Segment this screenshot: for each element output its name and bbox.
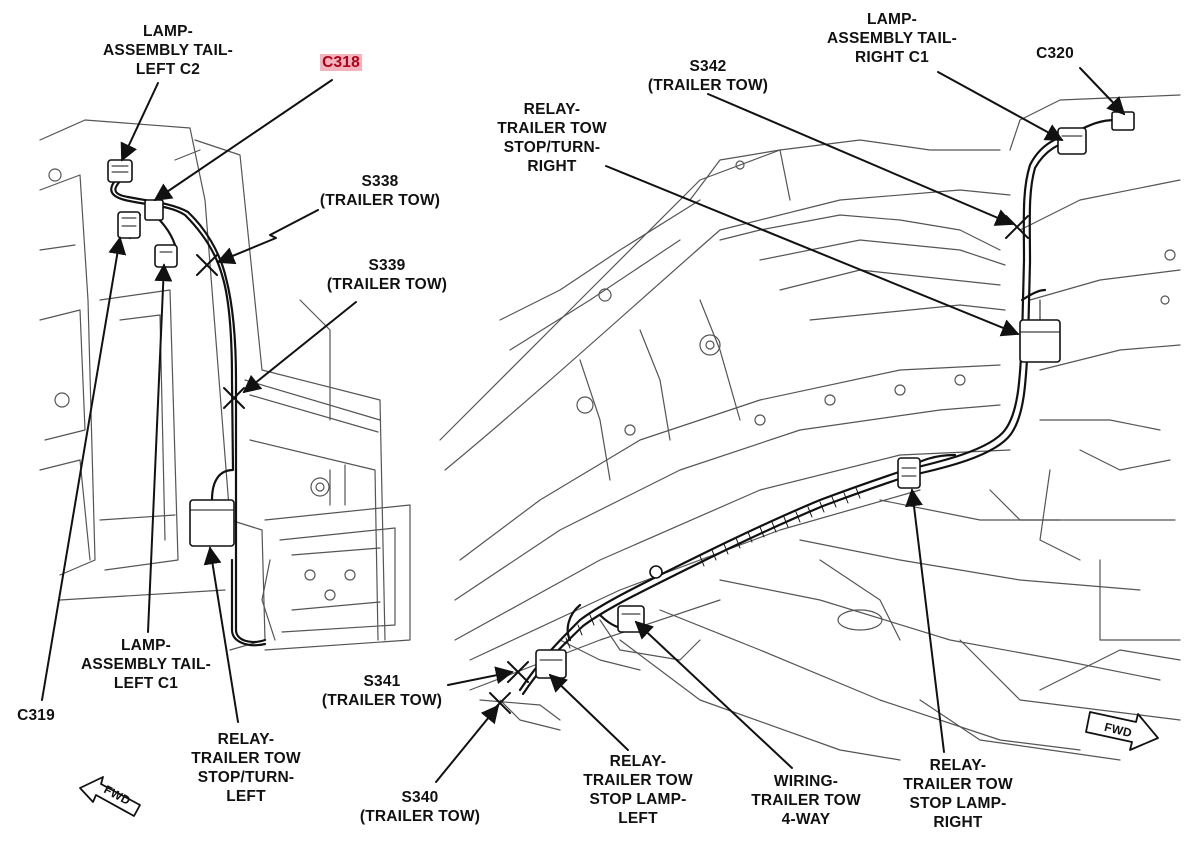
fwd-arrow-right — [1085, 711, 1159, 751]
label-line: S340 — [401, 789, 439, 806]
leader-relay-stop-turn-right — [605, 165, 1020, 337]
label-line: TRAILER TOW — [903, 776, 1013, 793]
label-line: RELAY- — [523, 101, 581, 118]
label-line: STOP LAMP- — [589, 791, 687, 808]
label-lamp-tail-left-c1: LAMP- ASSEMBLY TAIL- LEFT C1 — [81, 636, 211, 693]
label-line: ASSEMBLY TAIL- — [81, 656, 211, 673]
label-relay-stop-turn-right: RELAY- TRAILER TOW STOP/TURN- RIGHT — [497, 100, 607, 176]
label-line: WIRING- — [773, 773, 839, 790]
label-line: TRAILER TOW — [751, 792, 861, 809]
leader-lamp-tail-left-c1 — [147, 263, 173, 633]
label-line: RELAY- — [929, 757, 987, 774]
label-line: S341 — [363, 673, 401, 690]
label-line: STOP LAMP- — [909, 795, 1007, 812]
label-line: LAMP- — [120, 637, 172, 654]
leader-s341 — [447, 666, 514, 686]
splice-s339-left — [223, 387, 245, 409]
label-s342: S342 (TRAILER TOW) — [648, 57, 768, 95]
label-relay-stop-lamp-left: RELAY- TRAILER TOW STOP LAMP- LEFT — [583, 752, 693, 828]
left-body-structure — [39, 119, 411, 651]
label-line: S342 — [689, 58, 727, 75]
label-line: TRAILER TOW — [583, 772, 693, 789]
label-line: RELAY- — [609, 753, 667, 770]
label-c319-text: C319 — [17, 707, 55, 724]
leader-relay-stop-lamp-right — [905, 488, 945, 753]
right-connector-details — [539, 135, 1083, 661]
label-c320-text: C320 — [1036, 45, 1074, 62]
leader-c319 — [41, 236, 127, 701]
fwd-arrow-left — [79, 776, 141, 817]
label-line: (TRAILER TOW) — [647, 77, 769, 94]
leader-c320 — [1079, 67, 1126, 116]
fwd-right-text: FWD — [1102, 719, 1134, 741]
label-line: S338 — [361, 173, 399, 190]
label-line: ASSEMBLY TAIL- — [827, 30, 957, 47]
leader-s338 — [216, 209, 319, 265]
right-harness-wrap — [541, 487, 861, 673]
label-s340: S340 (TRAILER TOW) — [360, 788, 480, 826]
splice-s340 — [489, 692, 511, 714]
leader-wiring-4way — [634, 620, 793, 769]
label-line: LAMP- — [866, 11, 918, 28]
label-c318-text: C318 — [320, 54, 362, 71]
label-c320: C320 — [1036, 44, 1074, 63]
label-line: STOP/TURN- — [197, 769, 295, 786]
label-line: RELAY- — [217, 731, 275, 748]
label-line: LEFT — [618, 810, 658, 827]
label-line: LEFT — [226, 788, 266, 805]
left-connector-details — [111, 165, 235, 511]
label-c319: C319 — [17, 706, 55, 725]
label-s339: S339 (TRAILER TOW) — [327, 256, 447, 294]
leader-lamp-tail-right-c1 — [937, 71, 1064, 141]
left-harness — [110, 173, 267, 647]
leader-lamp-tail-left-c2 — [120, 82, 159, 162]
label-line: (TRAILER TOW) — [326, 276, 448, 293]
label-lamp-tail-right-c1: LAMP- ASSEMBLY TAIL- RIGHT C1 — [827, 10, 957, 67]
leader-s339 — [242, 301, 357, 394]
label-wiring-4way: WIRING- TRAILER TOW 4-WAY — [751, 772, 861, 829]
label-line: S339 — [368, 257, 406, 274]
label-line: STOP/TURN- — [503, 139, 601, 156]
label-line: LEFT C1 — [113, 675, 179, 692]
leader-relay-stop-lamp-left — [548, 673, 629, 751]
leader-lines — [41, 67, 1126, 783]
label-line: 4-WAY — [781, 811, 831, 828]
leader-s340 — [435, 704, 500, 783]
right-body-structure — [439, 94, 1181, 761]
label-s341: S341 (TRAILER TOW) — [322, 672, 442, 710]
leader-relay-stop-turn-left — [203, 546, 239, 723]
label-line: RIGHT — [527, 158, 577, 175]
label-line: (TRAILER TOW) — [321, 692, 443, 709]
label-line: RIGHT C1 — [855, 49, 929, 66]
label-lamp-tail-left-c2: LAMP- ASSEMBLY TAIL- LEFT C2 — [103, 22, 233, 79]
label-relay-stop-turn-left: RELAY- TRAILER TOW STOP/TURN- LEFT — [191, 730, 301, 806]
splice-s338-left — [196, 254, 218, 276]
label-s338: S338 (TRAILER TOW) — [320, 172, 440, 210]
label-c318: C318 — [320, 53, 362, 72]
leader-s342 — [707, 93, 1014, 226]
label-line: LEFT C2 — [135, 61, 201, 78]
label-line: TRAILER TOW — [497, 120, 607, 137]
label-line: (TRAILER TOW) — [359, 808, 481, 825]
label-line: RIGHT — [933, 814, 983, 831]
label-relay-stop-lamp-right: RELAY- TRAILER TOW STOP LAMP- RIGHT — [903, 756, 1013, 832]
label-line: TRAILER TOW — [191, 750, 301, 767]
label-line: (TRAILER TOW) — [319, 192, 441, 209]
label-line: LAMP- — [142, 23, 194, 40]
leader-c318 — [153, 79, 333, 202]
label-line: ASSEMBLY TAIL- — [103, 42, 233, 59]
